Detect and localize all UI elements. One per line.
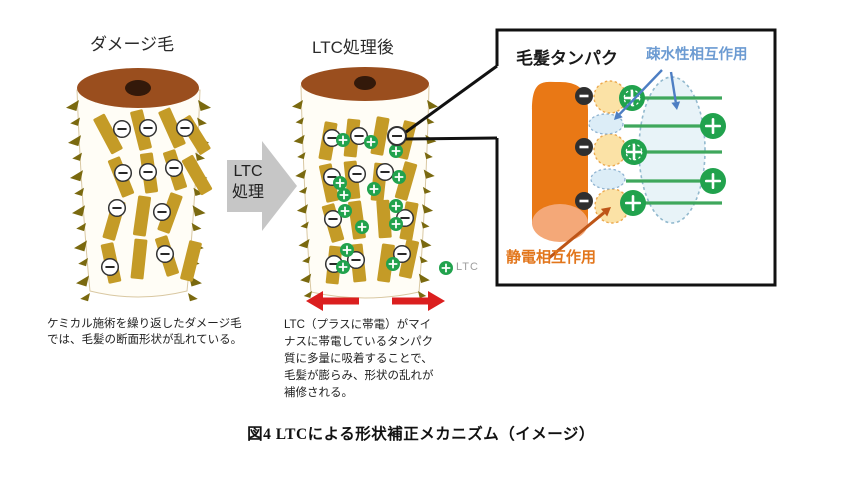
damaged-hair-cylinder xyxy=(66,68,213,302)
ltc-adsorption-note: LTC（プラスに帯電）がマイナスに帯電しているタンパク質に多量に吸着することで、… xyxy=(284,319,434,399)
ltc-legend-icon xyxy=(439,261,453,275)
damaged-hair-label: ダメージ毛 xyxy=(90,35,175,54)
ltc-legend-label: LTC xyxy=(456,261,479,273)
expansion-arrows xyxy=(306,291,445,311)
hair-protein-label: 毛髪タンパク xyxy=(516,49,618,68)
protein-interaction-inset xyxy=(532,69,726,260)
figure-caption: 図4 LTCによる形状補正メカニズム（イメージ） xyxy=(247,426,595,443)
after-ltc-label: LTC処理後 xyxy=(312,38,394,57)
damaged-hair-note: ケミカル施術を繰り返したダメージ毛では、毛髪の断面形状が乱れている。 xyxy=(47,318,243,346)
hydrophobic-interaction-label: 疎水性相互作用 xyxy=(646,47,748,63)
electrostatic-interaction-label: 静電相互作用 xyxy=(506,249,597,266)
treated-hair-cylinder xyxy=(292,67,438,299)
ltc-process-arrow xyxy=(227,141,297,231)
ltc-process-arrow-label: LTC 処理 xyxy=(231,163,264,201)
